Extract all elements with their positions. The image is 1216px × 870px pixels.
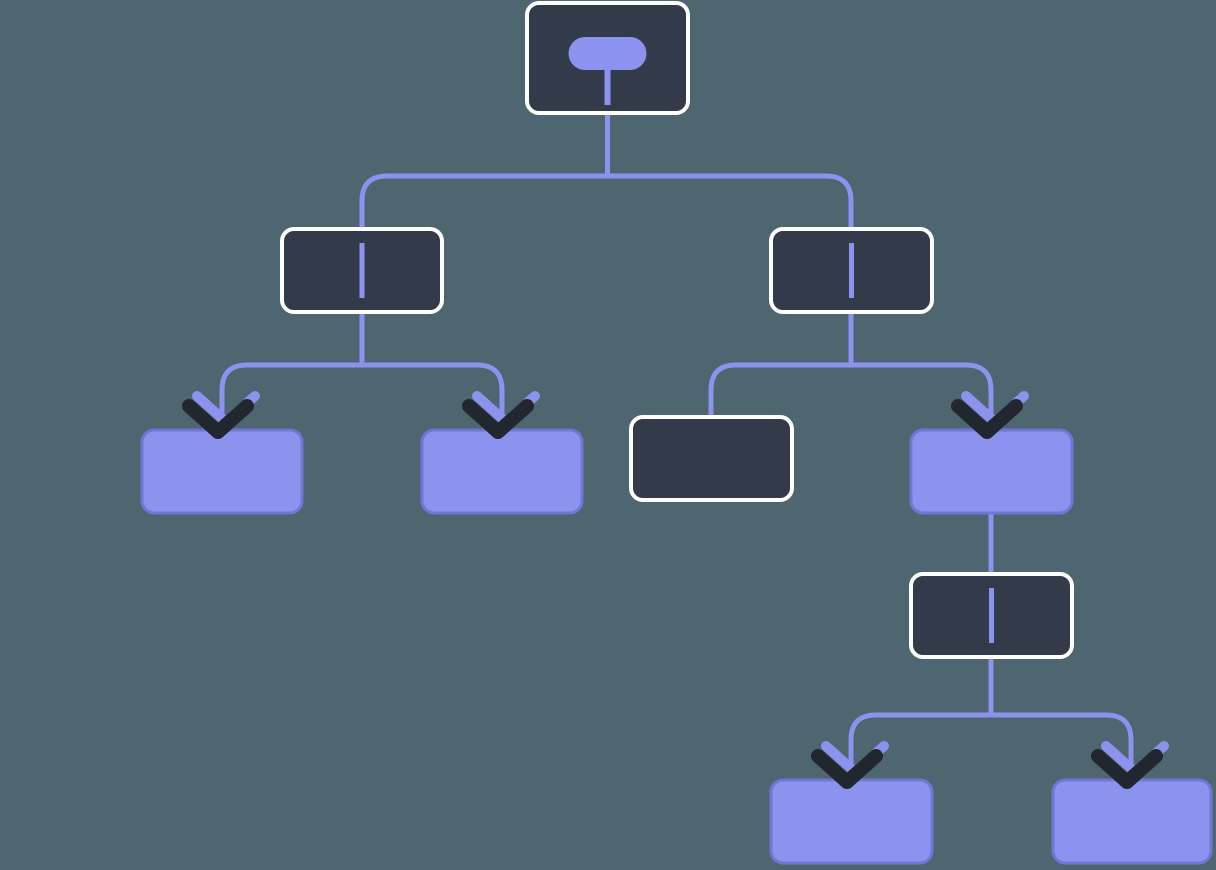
- leaf-node-2-box: [420, 428, 584, 515]
- arrows-layer: [182, 391, 1169, 789]
- arrowhead-leaf-5-dark-chevron-icon: [1091, 749, 1163, 789]
- arrowhead-leaf-4-dark-chevron-icon: [811, 749, 883, 789]
- leaf-node-4[interactable]: [769, 778, 934, 865]
- arrowhead-leaf-1-dark-chevron-icon: [182, 399, 254, 439]
- edge-root-to-branch-left[interactable]: [359, 173, 610, 232]
- branch-node-right[interactable]: [769, 227, 934, 314]
- leaf-node-3[interactable]: [909, 428, 1074, 515]
- arrowhead-leaf-3: [951, 391, 1029, 439]
- leaf-node-5[interactable]: [1051, 778, 1213, 865]
- arrowhead-leaf-2: [462, 391, 540, 439]
- leaf-node-1-box: [140, 428, 304, 515]
- arrowhead-leaf-4: [811, 741, 889, 789]
- edge-deep-branch-to-leaf-4[interactable]: [848, 712, 994, 785]
- edges-layer: [219, 47, 1134, 785]
- leaf-node-4-box: [769, 778, 934, 865]
- leaf-node-1[interactable]: [140, 428, 304, 515]
- arrowhead-leaf-2-dark-chevron-icon: [462, 399, 534, 439]
- branch-node-left[interactable]: [280, 227, 444, 314]
- leaf-node-3-box: [909, 428, 1074, 515]
- leaf-node-2[interactable]: [420, 428, 584, 515]
- plain-dark-node[interactable]: [629, 415, 794, 502]
- arrowhead-leaf-1: [182, 391, 260, 439]
- root-node-pill-glyph: [568, 37, 647, 70]
- edge-root-to-branch-right[interactable]: [605, 173, 854, 232]
- edge-deep-branch-to-leaf-5[interactable]: [988, 712, 1134, 785]
- root-node[interactable]: [525, 1, 690, 115]
- plain-dark-node-box: [629, 415, 794, 502]
- edge-branch-right-to-leaf-3[interactable]: [848, 362, 994, 435]
- arrowhead-leaf-3-dark-chevron-icon: [951, 399, 1023, 439]
- deep-branch-node[interactable]: [909, 572, 1074, 659]
- edge-branch-left-to-leaf-2[interactable]: [359, 362, 505, 435]
- nodes-layer: [140, 1, 1213, 865]
- leaf-node-5-box: [1051, 778, 1213, 865]
- arrowhead-leaf-5: [1091, 741, 1169, 789]
- edge-branch-right-to-plain-dark[interactable]: [708, 362, 854, 420]
- edge-branch-left-to-leaf-1[interactable]: [219, 362, 365, 435]
